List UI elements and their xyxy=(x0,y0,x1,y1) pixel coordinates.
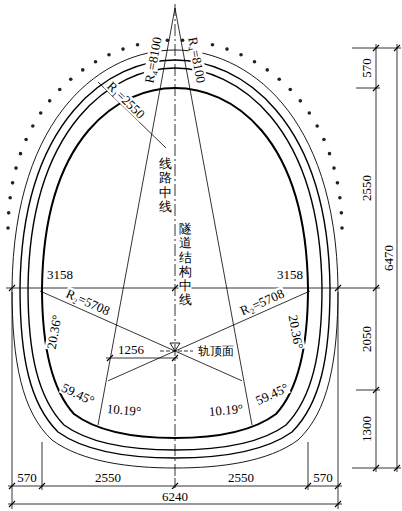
anchor-bolt xyxy=(107,53,111,57)
anchor-bolt xyxy=(11,181,15,185)
anchor-bolt xyxy=(58,88,62,92)
angle-label: 20.36° xyxy=(44,313,63,351)
anchor-bolt xyxy=(225,47,229,51)
lining-right xyxy=(175,50,338,468)
anchor-bolt xyxy=(94,60,98,64)
angle-label: 59.45° xyxy=(59,380,98,407)
angle-label: 10.19° xyxy=(105,402,142,418)
anchor-bolt xyxy=(299,99,303,103)
lining-left xyxy=(12,50,175,468)
anchor-bolt xyxy=(322,138,326,142)
radius-label: R₂=5708 xyxy=(237,286,287,318)
anchor-bolt xyxy=(19,152,23,156)
dimension-label: 2050 xyxy=(360,325,373,353)
anchor-bolt xyxy=(211,43,215,47)
dimension-label: 3158 xyxy=(276,268,304,281)
dimension-label: 2550 xyxy=(360,174,373,202)
anchor-bolt xyxy=(340,211,344,215)
dimension-label: 2550 xyxy=(227,471,255,484)
anchor-bolt xyxy=(315,124,319,128)
anchor-bolt xyxy=(8,196,12,200)
anchor-bolt xyxy=(338,196,342,200)
radius-line xyxy=(98,8,252,425)
anchor-bolt xyxy=(336,181,340,185)
anchor-bolt xyxy=(7,211,11,215)
elevation-label: 轨顶面 xyxy=(197,345,235,357)
anchor-bolt xyxy=(265,68,269,72)
anchor-bolt xyxy=(31,124,35,128)
anchor-bolt xyxy=(81,68,85,72)
dimension-label: 570 xyxy=(16,471,38,484)
dimension-label: 6470 xyxy=(382,244,395,272)
dimension-label: 1300 xyxy=(360,415,373,443)
anchor-bolt xyxy=(288,88,292,92)
anchor-bolt xyxy=(332,166,336,170)
angle-label: 59.45° xyxy=(253,380,292,407)
anchor-bolt xyxy=(253,60,257,64)
anchor-bolt xyxy=(136,43,140,47)
angle-label: 10.19° xyxy=(207,402,244,418)
rail-top-line xyxy=(160,351,193,352)
dimension-tick xyxy=(9,45,400,507)
center-line xyxy=(175,4,176,478)
anchor-bolt xyxy=(308,111,312,115)
rail-top-marker xyxy=(170,343,180,351)
anchor-bolt xyxy=(14,166,18,170)
anchor-bolt xyxy=(121,47,125,51)
dimension-label: 3158 xyxy=(46,268,74,281)
dimension-label: 570 xyxy=(360,57,373,79)
anchor-bolt xyxy=(239,53,243,57)
radius-label: R₂=5708 xyxy=(63,286,113,318)
dimension-label: 2550 xyxy=(94,471,122,484)
dimension-label: 6240 xyxy=(161,490,189,503)
anchor-bolt xyxy=(340,226,344,230)
anchor-bolt xyxy=(277,77,281,81)
anchor-bolt xyxy=(69,77,73,81)
dimension-label: 570 xyxy=(312,471,334,484)
anchor-bolt xyxy=(6,226,10,230)
centerline-label: 隧道结构中线 xyxy=(179,221,192,309)
dimension-line xyxy=(6,44,401,509)
radius-label: R₄=8100 xyxy=(142,35,164,85)
radius-label: R₁=2550 xyxy=(104,78,148,121)
anchor-bolt xyxy=(48,99,52,103)
centerline-label: 线路中线 xyxy=(159,156,172,215)
anchor-bolt xyxy=(24,138,28,142)
anchor-bolt xyxy=(39,111,43,115)
angle-label: 20.36° xyxy=(286,313,305,351)
anchor-bolt xyxy=(328,152,332,156)
dimension-label: 1256 xyxy=(117,343,145,356)
radius-label: R₄=8100 xyxy=(186,35,208,85)
